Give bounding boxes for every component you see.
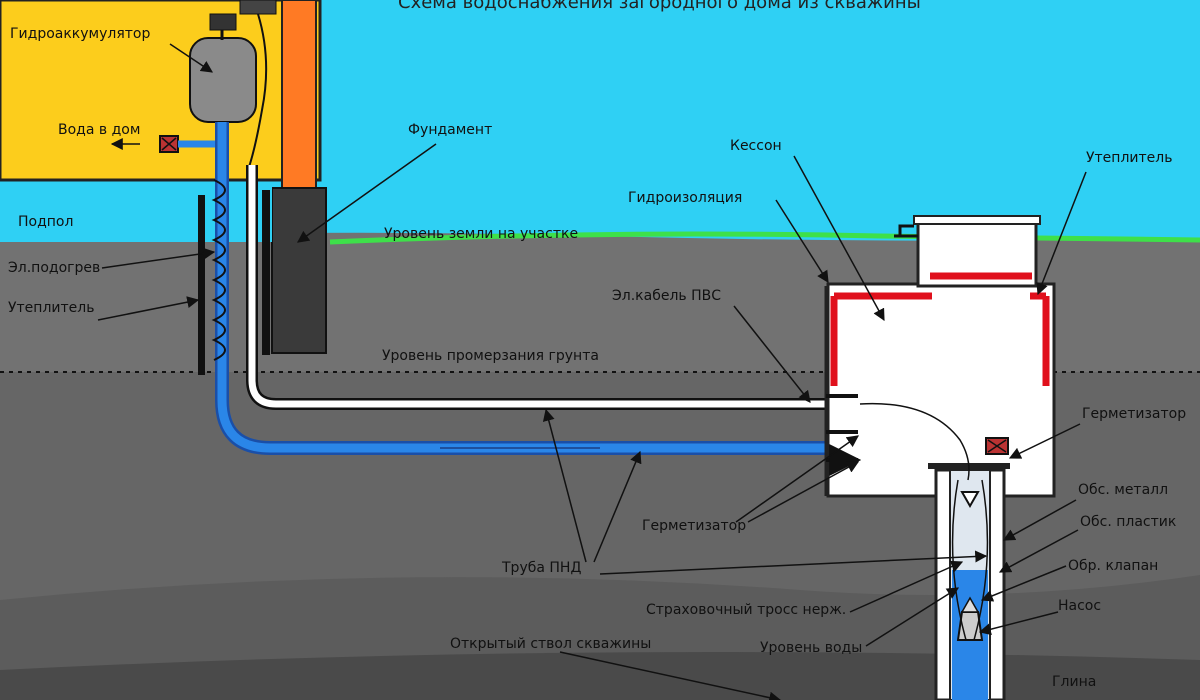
arrow-waterproofing <box>775 199 829 284</box>
insulation-left <box>198 195 205 375</box>
label-freeze-level: Уровень промерзания грунта <box>382 348 599 364</box>
arrow-sealer-center-2 <box>747 461 860 523</box>
arrow-el-cable <box>733 305 811 403</box>
arrow-insulation-top <box>1036 171 1087 296</box>
label-insulation-left: Утеплитель <box>8 300 94 316</box>
label-casing-metal: Обс. металл <box>1078 482 1168 498</box>
label-underfloor: Подпол <box>18 214 73 230</box>
caisson-hatch-handle <box>894 224 918 238</box>
caisson-sealer-marks <box>826 394 858 460</box>
arrow-pnd-pipe-2 <box>593 450 642 563</box>
arrow-open-borehole <box>559 651 782 700</box>
label-hydroaccumulator: Гидроаккумулятор <box>10 26 150 42</box>
foundation-block <box>271 187 327 354</box>
water-pipe-pnd-fill <box>217 122 975 470</box>
grass-line <box>329 231 1200 245</box>
arrow-sealer-center-1 <box>735 435 859 523</box>
caisson-insulation-red <box>830 272 1050 386</box>
arrow-insulation-left <box>97 296 200 321</box>
arrow-sealer-right <box>1008 423 1081 459</box>
arrow-caisson <box>793 155 885 322</box>
label-open-borehole: Открытый ствол скважины <box>450 636 651 652</box>
heating-spiral <box>211 179 226 361</box>
pump-shape <box>956 611 984 641</box>
wellhead-valve-mark <box>987 439 1007 453</box>
caisson-lid <box>913 215 1041 225</box>
pump-arrow <box>960 596 980 613</box>
label-pnd-pipe: Труба ПНД <box>501 560 581 576</box>
label-pump: Насос <box>1058 598 1101 614</box>
arrow-foundation <box>297 143 437 243</box>
arrow-pnd-pipe-3 <box>599 550 988 575</box>
underfloor-space <box>0 182 272 242</box>
arrow-el-heating <box>101 247 216 269</box>
electric-cable-pvs-fill <box>248 165 860 408</box>
clay-layer <box>0 652 1200 700</box>
foundation-inner <box>262 190 270 355</box>
label-water-to-house: Вода в дом <box>58 122 140 138</box>
label-casing-plastic: Обс. пластик <box>1080 514 1176 530</box>
label-safety-cable: Страховочный тросс нерж. <box>646 602 846 618</box>
cable-into-well <box>859 402 970 481</box>
leader-arrows <box>97 43 1087 700</box>
el-cable-house <box>247 13 268 171</box>
label-ground-level: Уровень земли на участке <box>384 226 578 242</box>
label-insulation-top: Утеплитель <box>1086 150 1172 166</box>
arrow-water-level <box>865 587 960 647</box>
label-water-level: Уровень воды <box>760 640 862 656</box>
label-sealer-right: Герметизатор <box>1082 406 1186 422</box>
pressure-switch <box>209 13 237 31</box>
arrow-hydroaccumulator <box>169 43 213 73</box>
label-clay: Глина <box>1052 674 1096 690</box>
arrow-safety-cable <box>849 560 964 613</box>
label-el-cable: Эл.кабель ПВС <box>612 288 721 304</box>
label-el-heating: Эл.подогрев <box>8 260 100 276</box>
diagram-title: Схема водоснабжения загородного дома из … <box>398 0 921 13</box>
arrow-pump <box>978 611 1059 636</box>
label-check-valve: Обр. клапан <box>1068 558 1158 574</box>
house-valve-mark <box>161 137 177 151</box>
arrow-pnd-pipe-1 <box>542 408 587 563</box>
arrow-casing-metal <box>1002 499 1077 541</box>
label-caisson: Кессон <box>730 138 782 154</box>
label-foundation: Фундамент <box>408 122 492 138</box>
check-valve-shape <box>960 491 980 509</box>
arrow-casing-plastic <box>998 529 1079 573</box>
label-sealer-center: Герметизатор <box>642 518 746 534</box>
arrow-check-valve <box>980 565 1067 602</box>
chimney-wall <box>281 0 317 191</box>
control-box <box>239 0 277 15</box>
label-waterproofing: Гидроизоляция <box>628 190 742 206</box>
hydroaccumulator-tank <box>189 37 257 123</box>
